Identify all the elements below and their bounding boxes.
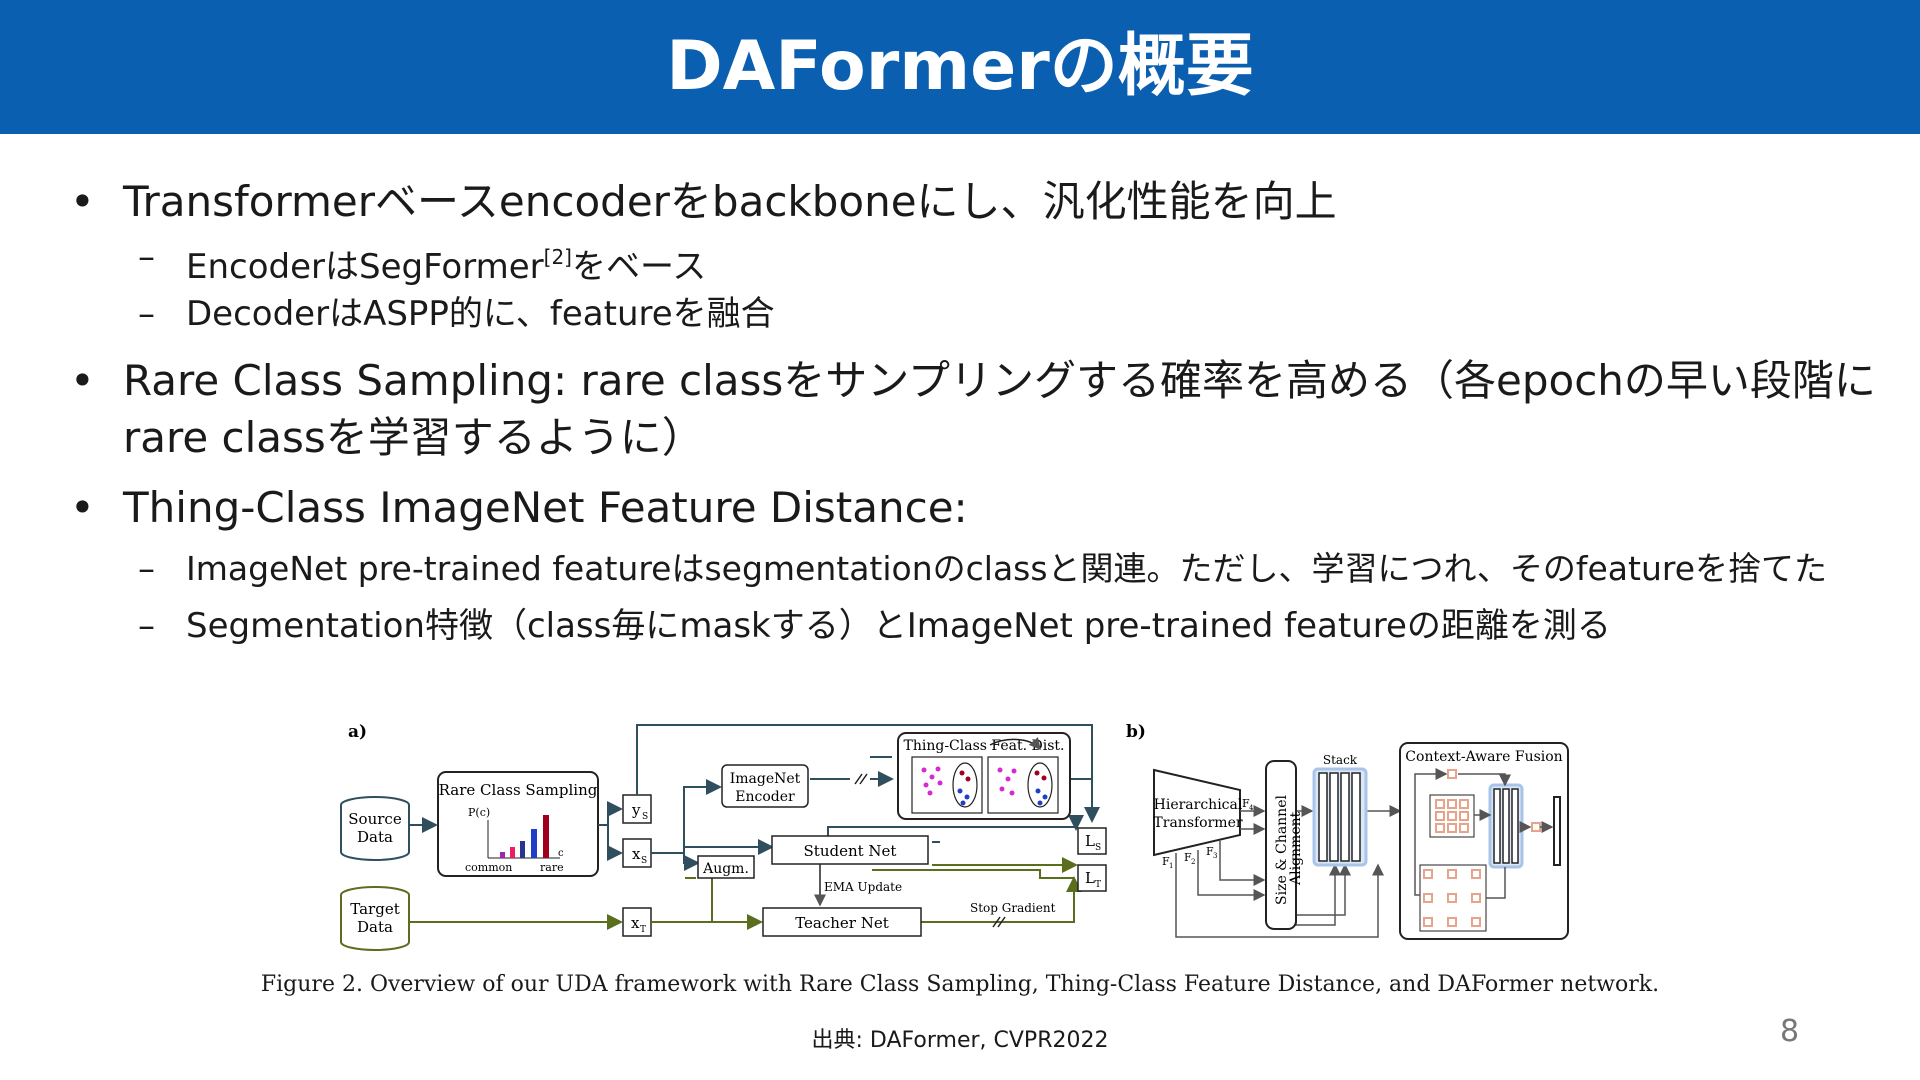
- bullet-dot: •: [70, 177, 95, 226]
- loss-source-subscript: S: [1095, 843, 1101, 853]
- context-aware-fusion-block: Context-Aware Fusion: [1399, 742, 1569, 940]
- subbullet-text: Segmentation特徴（class毎にmaskする）とImageNet p…: [186, 606, 1611, 646]
- ys-label: y: [631, 801, 641, 819]
- title-bar: [0, 0, 1920, 134]
- imagenet-encoder-label-1: ImageNet: [730, 771, 801, 787]
- source-citation: 出典: DAFormer, CVPR2022: [811, 1028, 1109, 1053]
- slide-title: DAFormerの概要: [666, 27, 1254, 106]
- dash-marker: –: [138, 606, 155, 646]
- stack-block: Stack: [1312, 753, 1368, 867]
- ys-subscript: S: [642, 812, 648, 822]
- ys-box: y S: [622, 794, 652, 824]
- rcs-common-label: common: [465, 861, 512, 874]
- subbullet-text-main: EncoderはSegFormer: [186, 247, 544, 287]
- f1-subscript: 1: [1169, 862, 1173, 870]
- stop-gradient-label: Stop Gradient: [970, 901, 1056, 915]
- target-data-node: Target Data: [340, 886, 410, 951]
- teacher-net-box: Teacher Net: [762, 907, 922, 937]
- bullet-text-line2: rare classを学習するように）: [123, 413, 704, 462]
- subbullet-text: DecoderはASPP的に、featureを融合: [186, 294, 775, 334]
- teacher-net-label: Teacher Net: [795, 914, 889, 932]
- dash-marker: –: [138, 237, 155, 277]
- f4-label: F: [1242, 797, 1250, 810]
- loss-target-box: L T: [1077, 864, 1107, 892]
- thing-class-feat-dist-box: Thing-Class Feat. Dist.: [897, 732, 1071, 820]
- f3-label: F: [1206, 845, 1214, 858]
- xt-label: x: [631, 914, 640, 932]
- augm-box: Augm.: [697, 855, 755, 879]
- figure-caption: Figure 2. Overview of our UDA framework …: [260, 972, 1660, 997]
- rcs-axis-c: c: [558, 848, 564, 859]
- context-fusion-title: Context-Aware Fusion: [1405, 749, 1562, 765]
- imagenet-encoder-label-2: Encoder: [735, 789, 795, 805]
- student-net-box: Student Net: [771, 835, 929, 865]
- subbullet-text-end: をベース: [571, 247, 707, 287]
- size-channel-label-1: Size & Channel: [1274, 795, 1290, 905]
- xs-box: x S: [622, 838, 652, 868]
- daformer-figure: a) Source Data Target Data Rare Class Sa…: [340, 722, 1569, 951]
- augm-label: Augm.: [702, 861, 749, 877]
- source-data-node: Source Data: [340, 796, 410, 861]
- thing-class-title: Thing-Class Feat. Dist.: [904, 738, 1065, 754]
- loss-target-subscript: T: [1095, 880, 1101, 890]
- rcs-title: Rare Class Sampling: [439, 781, 598, 799]
- f3-subscript: 3: [1213, 852, 1217, 860]
- rcs-axis-p: P(c): [468, 806, 490, 819]
- f4-subscript: 4: [1249, 804, 1254, 812]
- dash-marker: –: [138, 294, 155, 334]
- target-data-label-2: Data: [357, 918, 393, 936]
- loss-source-box: L S: [1077, 827, 1107, 855]
- size-channel-label-2: Alignment: [1288, 811, 1304, 886]
- stack-label: Stack: [1323, 753, 1358, 767]
- hier-transformer-label-2: Transformer: [1153, 815, 1242, 831]
- f2-label: F: [1184, 851, 1192, 864]
- source-data-label-1: Source: [348, 810, 402, 828]
- xs-label: x: [632, 845, 641, 863]
- subbullet-text: EncoderはSegFormer[2]をベース: [186, 234, 706, 290]
- hier-transformer-label-1: Hierarchical: [1154, 797, 1243, 813]
- loss-source-label: L: [1085, 832, 1095, 850]
- imagenet-encoder-box: ImageNet Encoder: [721, 764, 809, 808]
- hierarchical-transformer-block: Hierarchical Transformer: [1153, 768, 1243, 857]
- xs-subscript: S: [641, 856, 647, 866]
- f1-label: F: [1162, 855, 1170, 868]
- rare-class-sampling-box: Rare Class Sampling P(c) c common rare: [437, 771, 599, 877]
- bullet-text: Transformerベースencoderをbackboneにし、汎化性能を向上: [123, 177, 1337, 226]
- bullet-dot: •: [70, 356, 95, 405]
- target-flow-arrows: [409, 857, 1082, 930]
- xt-box: x T: [622, 907, 652, 937]
- f2-subscript: 2: [1191, 858, 1195, 866]
- bullet-text: Thing-Class ImageNet Feature Distance:: [123, 483, 968, 532]
- dash-marker: –: [138, 549, 155, 589]
- size-channel-alignment-block: Size & Channel Alignment: [1265, 760, 1304, 930]
- target-data-label-1: Target: [350, 900, 399, 918]
- rcs-rare-label: rare: [540, 861, 564, 874]
- loss-target-label: L: [1085, 869, 1095, 887]
- xt-subscript: T: [640, 925, 646, 935]
- bullet-text-line1: Rare Class Sampling: rare classをサンプリングする…: [123, 356, 1876, 405]
- figure-b-label: b): [1126, 722, 1146, 742]
- subbullet-text: ImageNet pre-trained featureはsegmentatio…: [186, 549, 1828, 588]
- figure-a-label: a): [348, 722, 367, 742]
- ema-update-label: EMA Update: [824, 880, 902, 894]
- student-net-label: Student Net: [804, 842, 897, 860]
- page-number: 8: [1780, 1014, 1800, 1049]
- source-data-label-2: Data: [357, 828, 393, 846]
- citation-superscript: [2]: [543, 245, 572, 269]
- bullet-dot: •: [70, 483, 95, 532]
